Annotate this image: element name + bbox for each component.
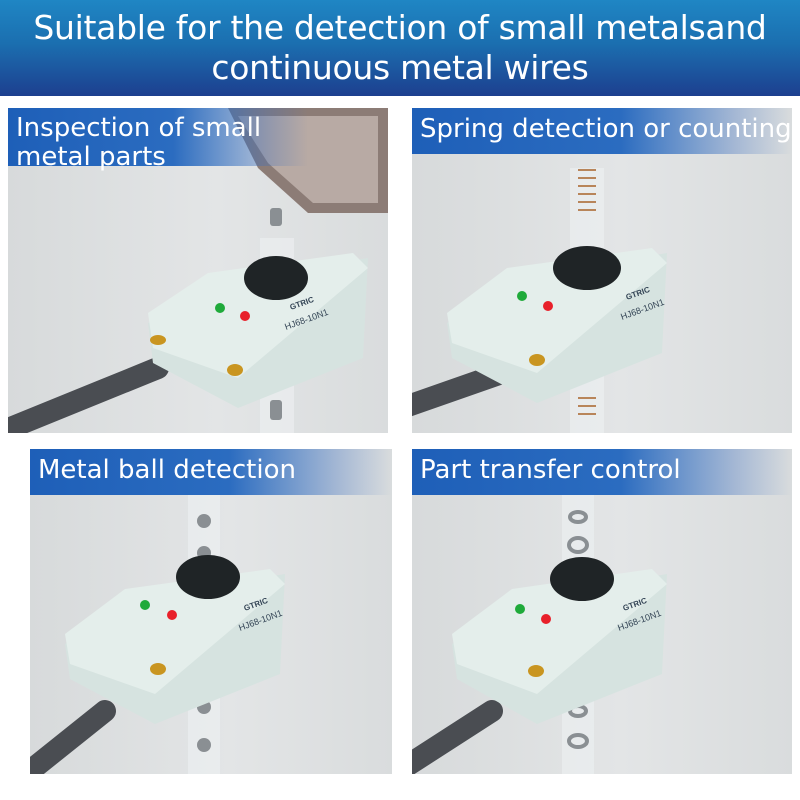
label-spring: Spring detection or counting [412,108,792,154]
label-line-1: Spring detection or counting [420,114,792,144]
panel-small-metal-parts: GTRIC HJ68-10N1 Inspection of small meta… [8,108,388,433]
sensing-face [553,246,621,290]
label-inspection: Inspection of small metal parts [8,108,308,172]
sensor-body [452,569,667,694]
header-banner: Suitable for the detection of small meta… [0,0,800,96]
red-led [167,610,177,620]
sensor-cable [8,357,169,433]
sensing-face [244,256,308,300]
sensing-face [176,555,240,599]
panel-spring-detection: GTRIC HJ68-10N1 Spring detection or coun… [412,108,792,433]
green-led [140,600,150,610]
panel-metal-ball: GTRIC HJ68-10N1 Metal ball detection [30,449,392,774]
label-part-transfer: Part transfer control [412,449,792,495]
panel-part-transfer: GTRIC HJ68-10N1 Part transfer control [412,449,792,774]
sensor-illustration: GTRIC HJ68-10N1 [412,168,667,433]
sensing-face [550,557,614,601]
green-led [517,291,527,301]
label-metal-ball: Metal ball detection [30,449,392,495]
label-line-1: Part transfer control [420,455,681,485]
sensor-illustration: GTRIC HJ68-10N1 [30,489,285,774]
red-led [543,301,553,311]
title-line-1: Suitable for the detection of small meta… [33,8,767,47]
sensor-body [148,253,368,378]
page-title: Suitable for the detection of small meta… [0,8,800,88]
screw [270,208,282,226]
red-led [240,311,250,321]
green-led [515,604,525,614]
sensor-illustration: GTRIC HJ68-10N1 [8,108,388,433]
title-line-2: continuous metal wires [211,48,589,87]
label-line-1: Metal ball detection [38,455,296,485]
sensor-body [65,569,285,694]
green-led [215,303,225,313]
red-led [541,614,551,624]
label-line-1: Inspection of small [16,113,262,143]
sensor-illustration: GTRIC HJ68-10N1 [412,489,667,774]
label-line-2: metal parts [16,142,166,172]
